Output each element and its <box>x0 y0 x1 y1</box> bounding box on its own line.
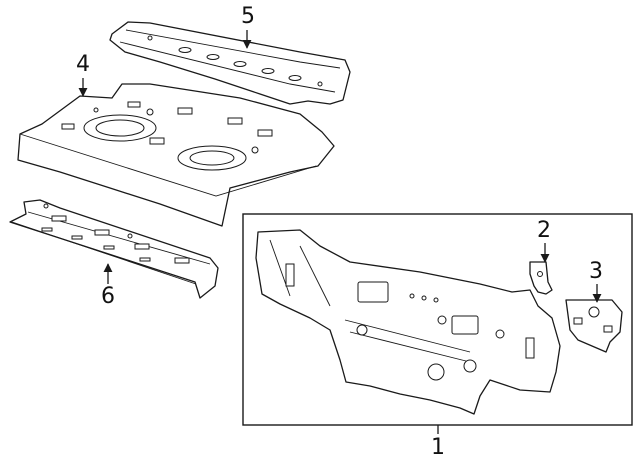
part-1-rear-body-panel[interactable] <box>255 229 561 415</box>
callout-4: 4 <box>76 52 90 77</box>
part-2-bracket[interactable] <box>529 261 553 295</box>
part-6-cross-member[interactable] <box>9 199 219 299</box>
callout-2: 2 <box>537 218 551 243</box>
callout-3: 3 <box>589 259 603 284</box>
part-3-plate[interactable] <box>565 299 623 353</box>
callout-6: 6 <box>101 284 115 309</box>
callout-5: 5 <box>241 4 255 29</box>
part-5-shelf-reinforcement[interactable] <box>109 21 351 105</box>
part-4-package-shelf[interactable] <box>17 83 335 227</box>
callout-1: 1 <box>431 435 445 460</box>
